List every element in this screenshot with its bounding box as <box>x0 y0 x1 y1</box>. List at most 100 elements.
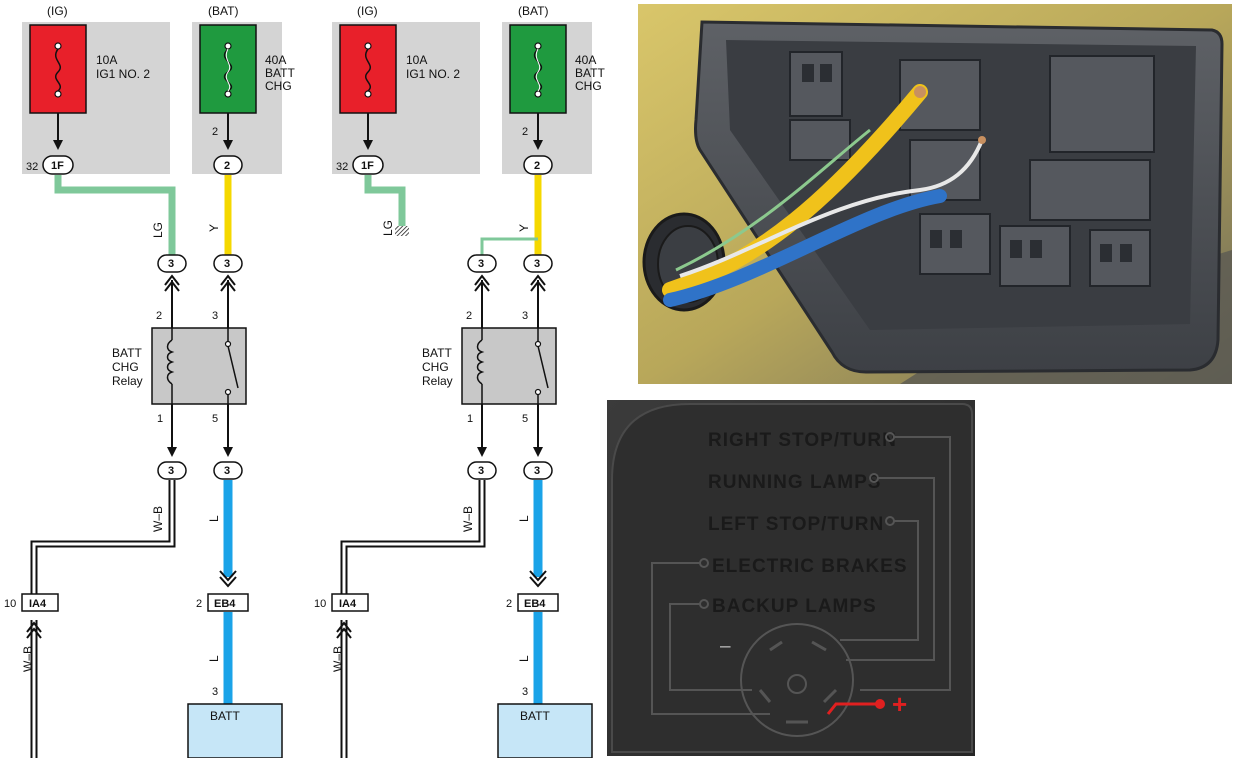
panel-label-backup-lamps: BACKUP LAMPS <box>712 596 877 617</box>
svg-text:3: 3 <box>534 465 540 477</box>
svg-text:1F: 1F <box>361 160 374 172</box>
y-wire-label: Y <box>207 224 221 232</box>
panel-plus: + <box>892 689 907 719</box>
bat-connector-pin: 2 <box>522 126 528 138</box>
relay-icon <box>461 327 557 405</box>
relay-label-line1: BATT <box>112 346 142 360</box>
eb4-pin: 2 <box>506 598 512 610</box>
jumper-wire <box>480 237 538 255</box>
ia4-pin: 10 <box>4 598 16 610</box>
panel-label-electric-brakes: ELECTRIC BRAKES <box>712 556 908 577</box>
battery-box <box>187 703 283 758</box>
lg-wire-cap <box>395 226 409 236</box>
bat-fuse-line2: BATT <box>575 66 605 80</box>
svg-text:3: 3 <box>224 465 230 477</box>
svg-text:IA4: IA4 <box>339 598 357 610</box>
bat-connector: 2 <box>213 155 243 175</box>
bat-connector-pin: 2 <box>212 126 218 138</box>
wiring-diagram-modified: (IG) (BAT) 10A IG1 NO. 2 40A BATT CHG <box>314 4 605 758</box>
l-wire-label: L <box>207 515 221 522</box>
ig-supply-label: (IG) <box>47 4 68 18</box>
relay-coil-top-pin: 2 <box>466 310 472 322</box>
svg-text:3: 3 <box>168 465 174 477</box>
lg-wire-cut <box>364 175 406 228</box>
relay-coil-top-pin: 2 <box>156 310 162 322</box>
l-wire-lower-label: L <box>207 655 221 662</box>
bat-connector: 2 <box>523 155 553 175</box>
bat-fuse-line3: CHG <box>575 79 602 93</box>
eb4-connector: EB4 <box>207 593 249 612</box>
wiring-diagram-original: (IG) (BAT) 10A IG1 NO. 2 40A BATT CHG <box>4 4 295 758</box>
svg-text:3: 3 <box>478 258 484 270</box>
ig-connector: 1F <box>352 155 384 175</box>
positive-marker-icon <box>826 699 885 715</box>
ig-connector-pin: 32 <box>26 161 38 173</box>
battery-label: BATT <box>520 709 550 723</box>
wb-wire <box>340 480 486 595</box>
svg-text:3: 3 <box>478 465 484 477</box>
low-connector-right: 3 <box>213 461 243 480</box>
ig-fuse-icon <box>29 24 87 114</box>
bat-fuse-line2: BATT <box>265 66 295 80</box>
relay-label-line3: Relay <box>112 374 143 388</box>
wb-wire-lower-label: W–B <box>331 646 345 672</box>
battery-box <box>497 703 593 758</box>
relay-box-photo <box>638 4 1232 384</box>
mid-connector-left: 3 <box>467 254 497 273</box>
svg-text:3: 3 <box>168 258 174 270</box>
relay-label-line1: BATT <box>422 346 452 360</box>
ig-fuse-rating: 10A <box>406 53 427 67</box>
bat-fuse-rating: 40A <box>265 53 286 67</box>
wb-wire-lower-label: W–B <box>21 646 35 672</box>
lg-wire-label: LG <box>381 220 395 236</box>
eb4-connector: EB4 <box>517 593 559 612</box>
panel-minus: – <box>720 636 732 657</box>
trailer-wiring-panel: RIGHT STOP/TURN RUNNING LAMPS LEFT STOP/… <box>607 400 975 756</box>
bat-fuse-rating: 40A <box>575 53 596 67</box>
svg-text:1F: 1F <box>51 160 64 172</box>
bat-supply-label: (BAT) <box>208 4 238 18</box>
ig-fuse-name: IG1 NO. 2 <box>406 67 460 81</box>
low-connector-right: 3 <box>523 461 553 480</box>
bat-supply-label: (BAT) <box>518 4 548 18</box>
relay-label-line2: CHG <box>112 360 139 374</box>
mid-connector-right: 3 <box>523 254 553 273</box>
svg-text:2: 2 <box>534 160 540 172</box>
ig-connector-pin: 32 <box>336 161 348 173</box>
relay-switch-bottom-pin: 5 <box>212 413 218 425</box>
ia4-connector: IA4 <box>331 593 369 612</box>
eb4-pin: 2 <box>196 598 202 610</box>
mid-connector-right: 3 <box>213 254 243 273</box>
wb-wire-label: W–B <box>461 506 475 532</box>
svg-text:3: 3 <box>224 258 230 270</box>
low-connector-left: 3 <box>157 461 187 480</box>
ia4-connector: IA4 <box>21 593 59 612</box>
svg-text:EB4: EB4 <box>524 598 546 610</box>
mid-connector-left: 3 <box>157 254 187 273</box>
batt-pin: 3 <box>212 686 218 698</box>
svg-text:EB4: EB4 <box>214 598 236 610</box>
bat-fuse-line3: CHG <box>265 79 292 93</box>
bat-fuse-icon <box>509 24 567 114</box>
panel-label-running-lamps: RUNNING LAMPS <box>708 472 881 493</box>
relay-switch-top-pin: 3 <box>212 310 218 322</box>
ig-fuse-rating: 10A <box>96 53 117 67</box>
relay-coil-bottom-pin: 1 <box>157 413 163 425</box>
low-connector-left: 3 <box>467 461 497 480</box>
l-wire-lower-label: L <box>517 655 531 662</box>
batt-pin: 3 <box>522 686 528 698</box>
relay-label-line3: Relay <box>422 374 453 388</box>
svg-text:3: 3 <box>534 258 540 270</box>
wb-wire-label: W–B <box>151 506 165 532</box>
relay-switch-bottom-pin: 5 <box>522 413 528 425</box>
y-wire-label: Y <box>517 224 531 232</box>
lg-wire <box>54 175 176 255</box>
ig-connector: 1F <box>42 155 74 175</box>
svg-text:2: 2 <box>224 160 230 172</box>
panel-label-left-stop-turn: LEFT STOP/TURN <box>708 514 884 535</box>
wb-wire <box>30 480 176 595</box>
ig-fuse-name: IG1 NO. 2 <box>96 67 150 81</box>
battery-label: BATT <box>210 709 240 723</box>
lg-wire-label: LG <box>151 222 165 238</box>
